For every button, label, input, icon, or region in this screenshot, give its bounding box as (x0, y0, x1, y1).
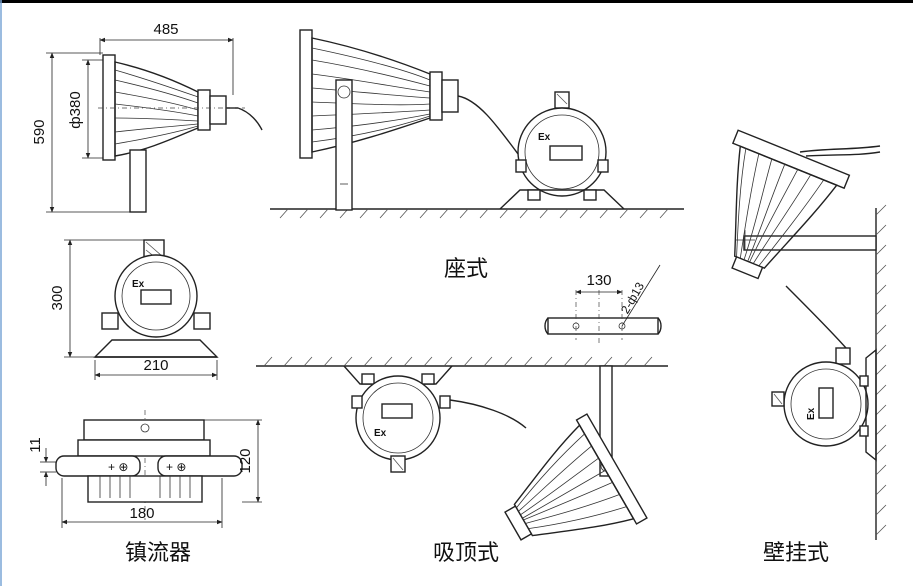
ballast-height-dimension: 300 (49, 239, 144, 358)
ballast-front-view: Ex (93, 239, 219, 358)
caption-ceiling: 吸顶式 (433, 541, 499, 566)
dim-holes: 2-ф13 (618, 280, 647, 317)
wall-ex-mark: Ex (806, 407, 817, 420)
lamp-width-dimension: 485 (99, 21, 234, 95)
caption-seat: 座式 (444, 257, 488, 282)
dim-485: 485 (153, 21, 178, 38)
lamp-diameter-dimension: ф380 (67, 59, 103, 159)
dim-300: 300 (49, 285, 66, 310)
caption-ballast: 镇流器 (125, 541, 191, 566)
dim-130: 130 (586, 272, 611, 289)
dim-120: 120 (237, 448, 254, 473)
wall-mount-view: Ex (731, 129, 887, 540)
dim-380: ф380 (67, 91, 84, 128)
dim-11: 11 (27, 437, 44, 453)
ceiling-ex-mark: Ex (374, 428, 387, 439)
ballast-length-dimension: 180 (61, 478, 223, 528)
ballast-base-dimension: 210 (94, 357, 218, 380)
svg-text:+ ⊕: + ⊕ (166, 460, 186, 474)
bracket-detail: 130 2-ф13 (544, 264, 662, 345)
dim-180: 180 (129, 505, 154, 522)
ballast-flange-dimension: 11 (27, 437, 56, 486)
ballast-side-view: + ⊕ + ⊕ (55, 410, 243, 520)
svg-text:+ ⊕: + ⊕ (108, 460, 128, 474)
seat-ex-mark: Ex (538, 132, 551, 143)
ceiling-mount-view: Ex (256, 356, 668, 541)
ballast-body-height-dimension: 120 (204, 419, 262, 503)
dim-210: 210 (143, 357, 168, 374)
lamp-side-view (98, 54, 263, 213)
ballast-ex-mark: Ex (132, 279, 145, 290)
dim-590: 590 (31, 119, 48, 144)
seat-mount-view: Ex (270, 29, 684, 219)
lamp-height-dimension: 590 (31, 52, 130, 213)
caption-wall: 壁挂式 (763, 541, 829, 566)
